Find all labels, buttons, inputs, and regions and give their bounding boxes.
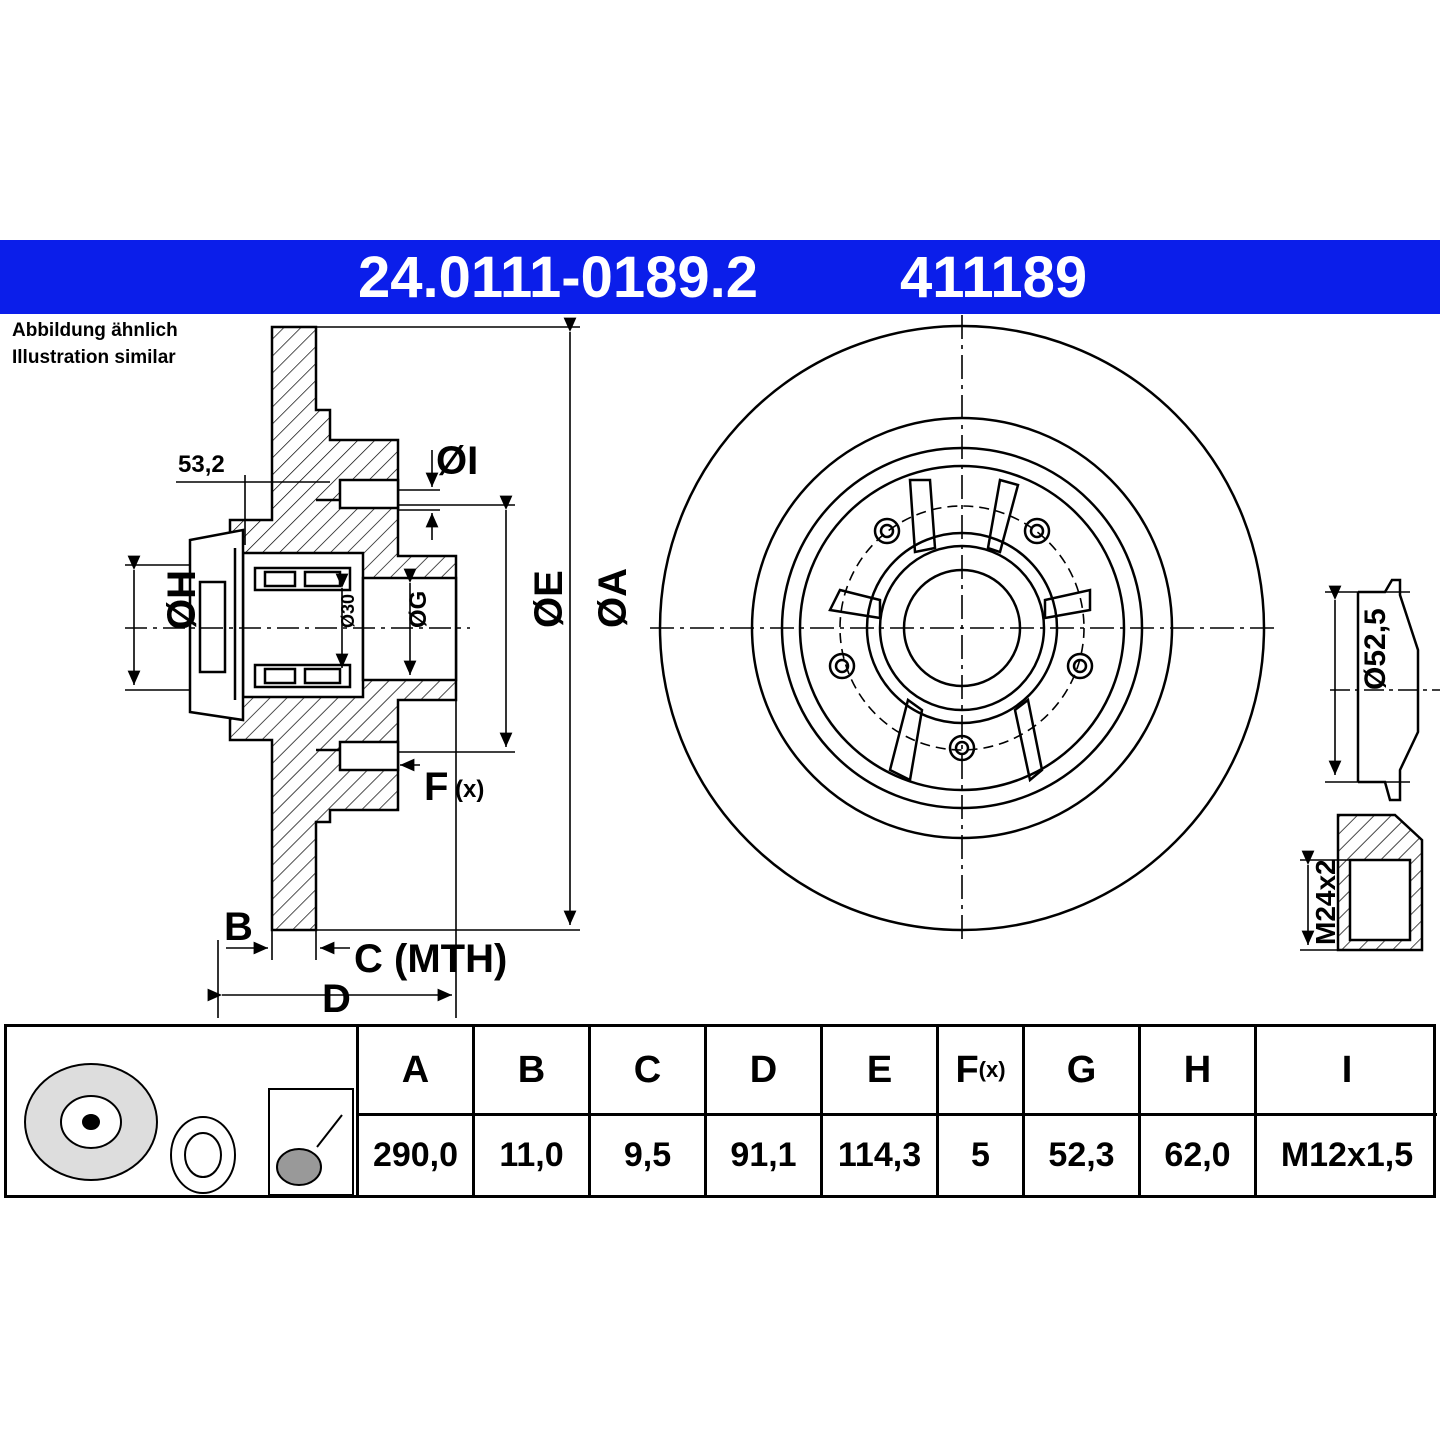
part-number: 24.0111-0189.2: [358, 245, 758, 310]
column-d: D 91,1: [707, 1027, 823, 1195]
column-a: A 290,0: [359, 1027, 475, 1195]
column-value: 52,3: [1048, 1136, 1115, 1174]
column-g: G 52,3: [1025, 1027, 1141, 1195]
dust-cap-view: [1325, 578, 1440, 802]
note-english: Illustration similar: [12, 347, 176, 368]
thumbnail-panel: [7, 1027, 359, 1196]
label-f-sub: (x): [455, 776, 484, 803]
label-dia-i: ØI: [436, 439, 478, 483]
column-header: G: [1025, 1027, 1138, 1116]
column-header: E: [823, 1027, 936, 1116]
column-value: 11,0: [499, 1136, 564, 1174]
label-dia-g: ØG: [405, 591, 432, 628]
column-value: 91,1: [730, 1136, 797, 1174]
column-c: C 9,5: [591, 1027, 707, 1195]
column-value: 5: [971, 1136, 990, 1174]
label-dia-52-5: Ø52,5: [1359, 608, 1392, 690]
column-value: 62,0: [1164, 1136, 1231, 1174]
brake-disc-icon: [24, 1063, 158, 1181]
column-header: C: [591, 1027, 704, 1116]
reference-number: 411189: [900, 245, 1088, 310]
column-b: B 11,0: [475, 1027, 591, 1195]
column-f: F(x) 5: [939, 1027, 1025, 1195]
column-h: H 62,0: [1141, 1027, 1257, 1195]
column-header: F(x): [939, 1027, 1022, 1116]
column-header: H: [1141, 1027, 1254, 1116]
label-m24x2: M24x2: [1310, 859, 1341, 945]
column-i: I M12x1,5: [1257, 1027, 1437, 1195]
label-dia-30: Ø30: [338, 594, 358, 628]
label-d: D: [322, 977, 351, 1021]
label-dia-h: ØH: [160, 570, 204, 630]
header-bar: 24.0111-0189.2 411189: [0, 240, 1440, 314]
column-header: D: [707, 1027, 820, 1116]
column-value: 9,5: [623, 1136, 672, 1174]
dim-53-2: 53,2: [178, 451, 225, 478]
label-dia-a: ØA: [591, 568, 635, 628]
column-header: B: [475, 1027, 588, 1116]
label-b: B: [224, 905, 253, 949]
label-c-mth: C (MTH): [354, 937, 507, 981]
column-value: M12x1,5: [1280, 1136, 1414, 1174]
technical-drawing: 53,2 ØI ØH Ø30 ØG ØE ØA F (x) B C (MTH) …: [125, 315, 1440, 1021]
column-header: I: [1257, 1027, 1437, 1116]
note-german: Abbildung ähnlich: [12, 320, 178, 341]
label-dia-e: ØE: [527, 570, 571, 628]
column-e: E 114,3: [823, 1027, 939, 1195]
axle-nut-view: [1300, 813, 1424, 952]
column-header: A: [359, 1027, 472, 1116]
bearing-icon: [170, 1116, 236, 1194]
column-value: 114,3: [837, 1136, 922, 1174]
column-value: 290,0: [372, 1136, 459, 1174]
label-f: F: [424, 765, 448, 809]
abs-sensor-icon: [268, 1088, 354, 1196]
